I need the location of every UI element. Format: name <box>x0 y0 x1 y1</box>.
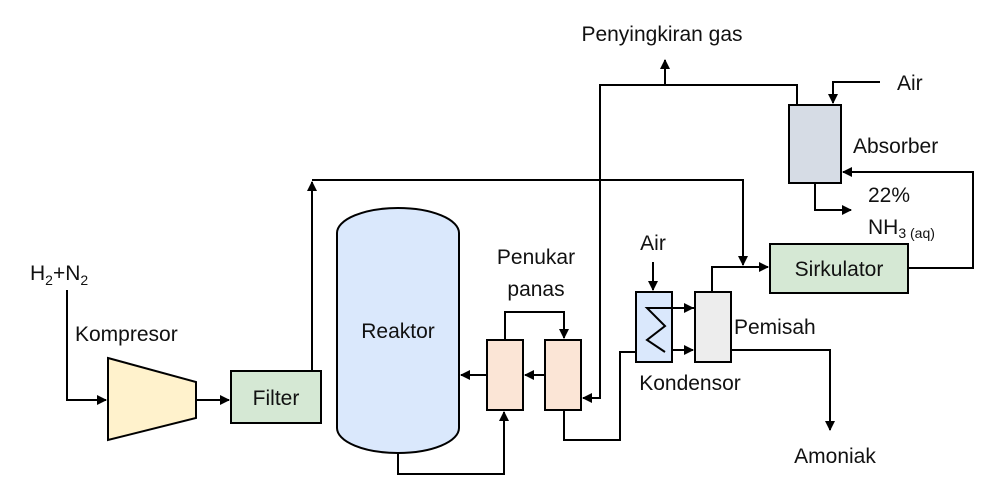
circulator-label: Sirkulator <box>795 258 884 281</box>
feed-line <box>66 290 107 405</box>
separator-label: Pemisah <box>734 316 816 339</box>
compressor-label: Kompresor <box>75 323 178 346</box>
reactor <box>336 207 460 454</box>
reactor-out-line <box>397 411 509 475</box>
product-pct-label: 22% <box>868 184 910 207</box>
circulator <box>769 243 909 294</box>
absorber-water-line <box>828 81 880 104</box>
separator-to-circulator <box>711 262 769 292</box>
absorber <box>788 104 842 184</box>
filter-label: Filter <box>253 387 300 410</box>
purge-label: Penyingkiran gas <box>581 23 742 46</box>
condenser-coil <box>644 307 695 353</box>
exchanger-link <box>504 311 569 340</box>
compressor <box>107 356 197 442</box>
recycle-line <box>312 179 748 266</box>
heat-exchanger-1 <box>486 339 524 411</box>
filter <box>230 370 322 424</box>
absorber-label: Absorber <box>853 135 938 158</box>
feed-label: H2+N2 <box>30 262 88 288</box>
product-formula-label: NH3 (aq) <box>868 216 935 241</box>
circulator-to-absorber <box>842 167 974 269</box>
heat-exchanger-label-2: panas <box>507 278 564 301</box>
absorber-gas-to-exchanger <box>582 84 798 403</box>
absorber-water-label: Air <box>897 72 923 95</box>
separator <box>694 291 732 363</box>
flow-lines <box>66 59 974 475</box>
condenser-label: Kondensor <box>639 372 741 395</box>
heat-exchanger-2 <box>544 339 582 411</box>
reactor-label: Reaktor <box>361 320 435 343</box>
condenser-water-label: Air <box>640 232 666 255</box>
ammonia-out-line <box>731 349 835 431</box>
product-line <box>814 183 852 215</box>
heat-exchanger-label-1: Penukar <box>497 246 575 269</box>
condenser <box>635 291 673 363</box>
ammonia-label: Amoniak <box>794 445 876 468</box>
